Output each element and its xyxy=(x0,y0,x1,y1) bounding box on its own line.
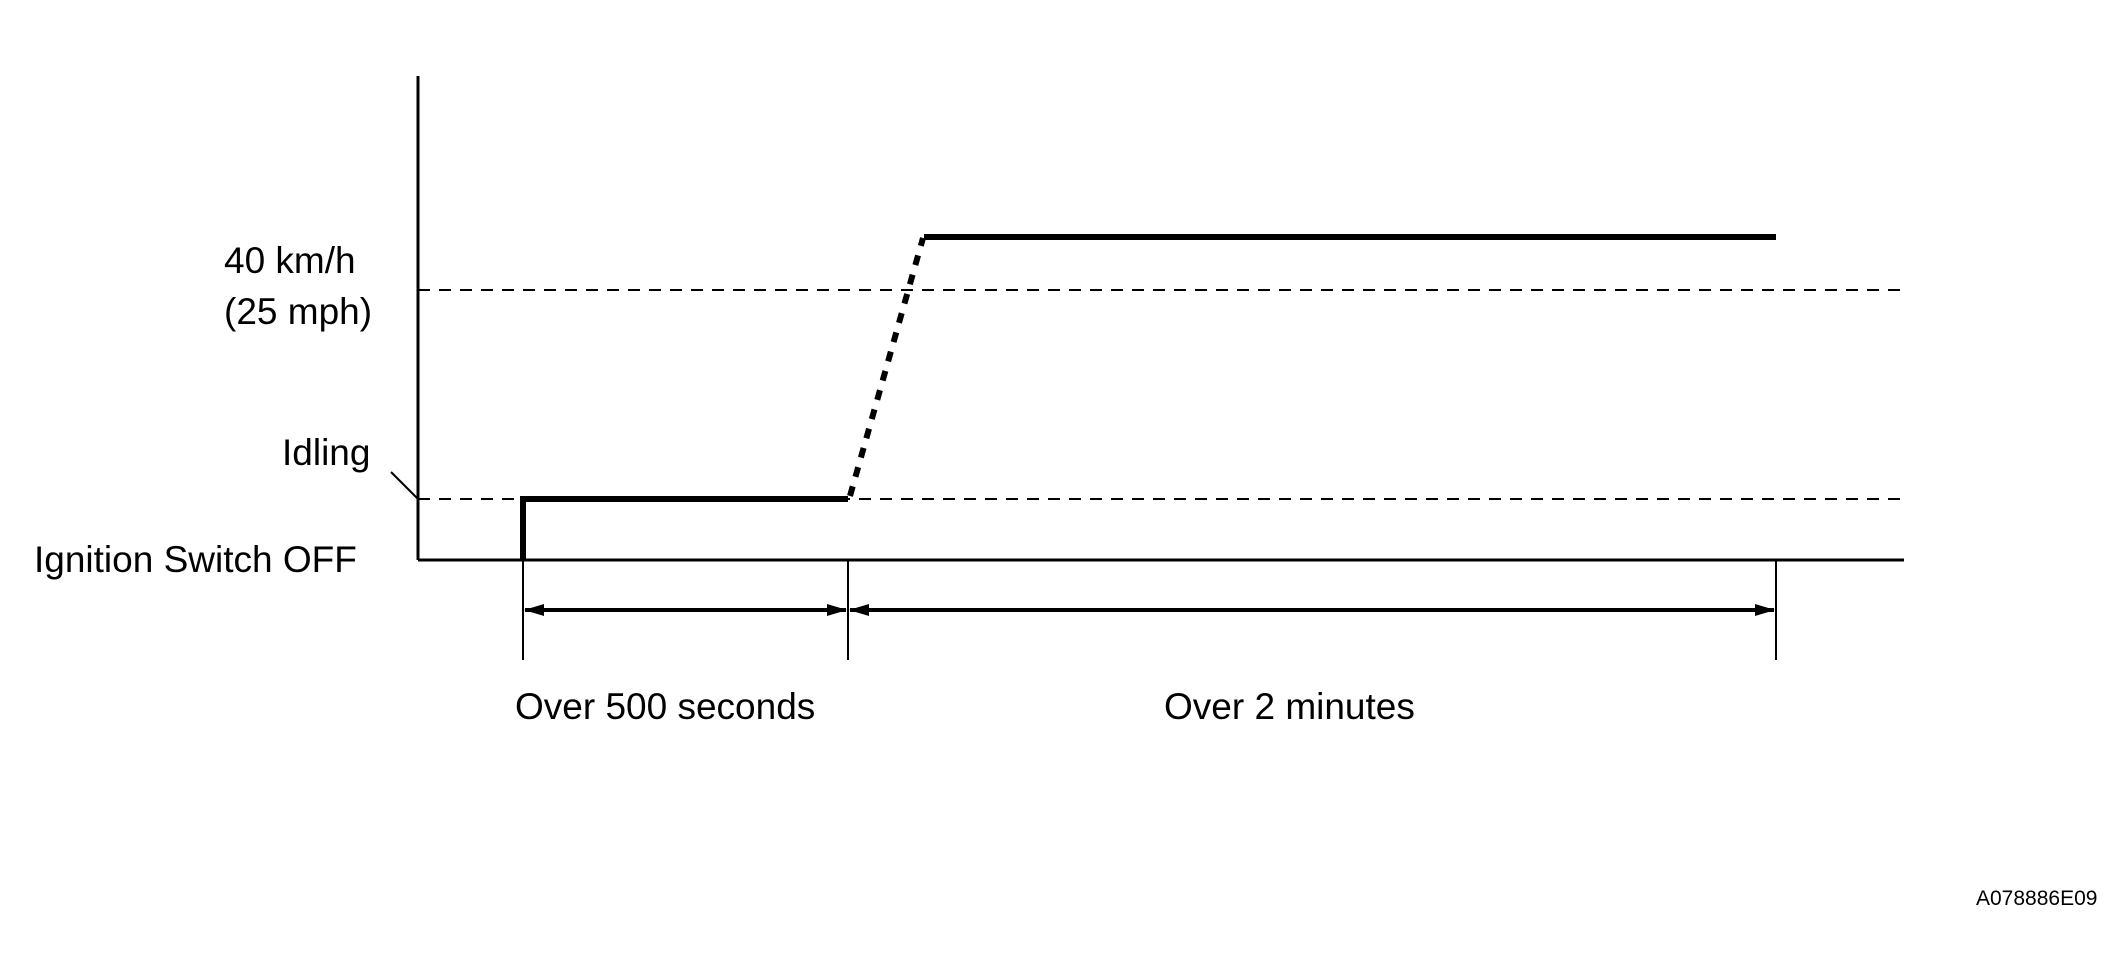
idling-leader-line xyxy=(390,471,419,500)
idling-segment xyxy=(520,496,848,560)
interval-label-second: Over 2 minutes xyxy=(1164,686,1415,727)
speed-label-mph: (25 mph) xyxy=(224,291,372,332)
figure-code: A078886E09 xyxy=(1976,887,2097,910)
acceleration-segment xyxy=(847,237,926,497)
idling-label: Idling xyxy=(282,432,370,473)
speed-label-kmh: 40 km/h xyxy=(224,240,356,281)
ignition-off-label: Ignition Switch OFF xyxy=(34,539,357,580)
interval-label-first: Over 500 seconds xyxy=(515,686,815,727)
